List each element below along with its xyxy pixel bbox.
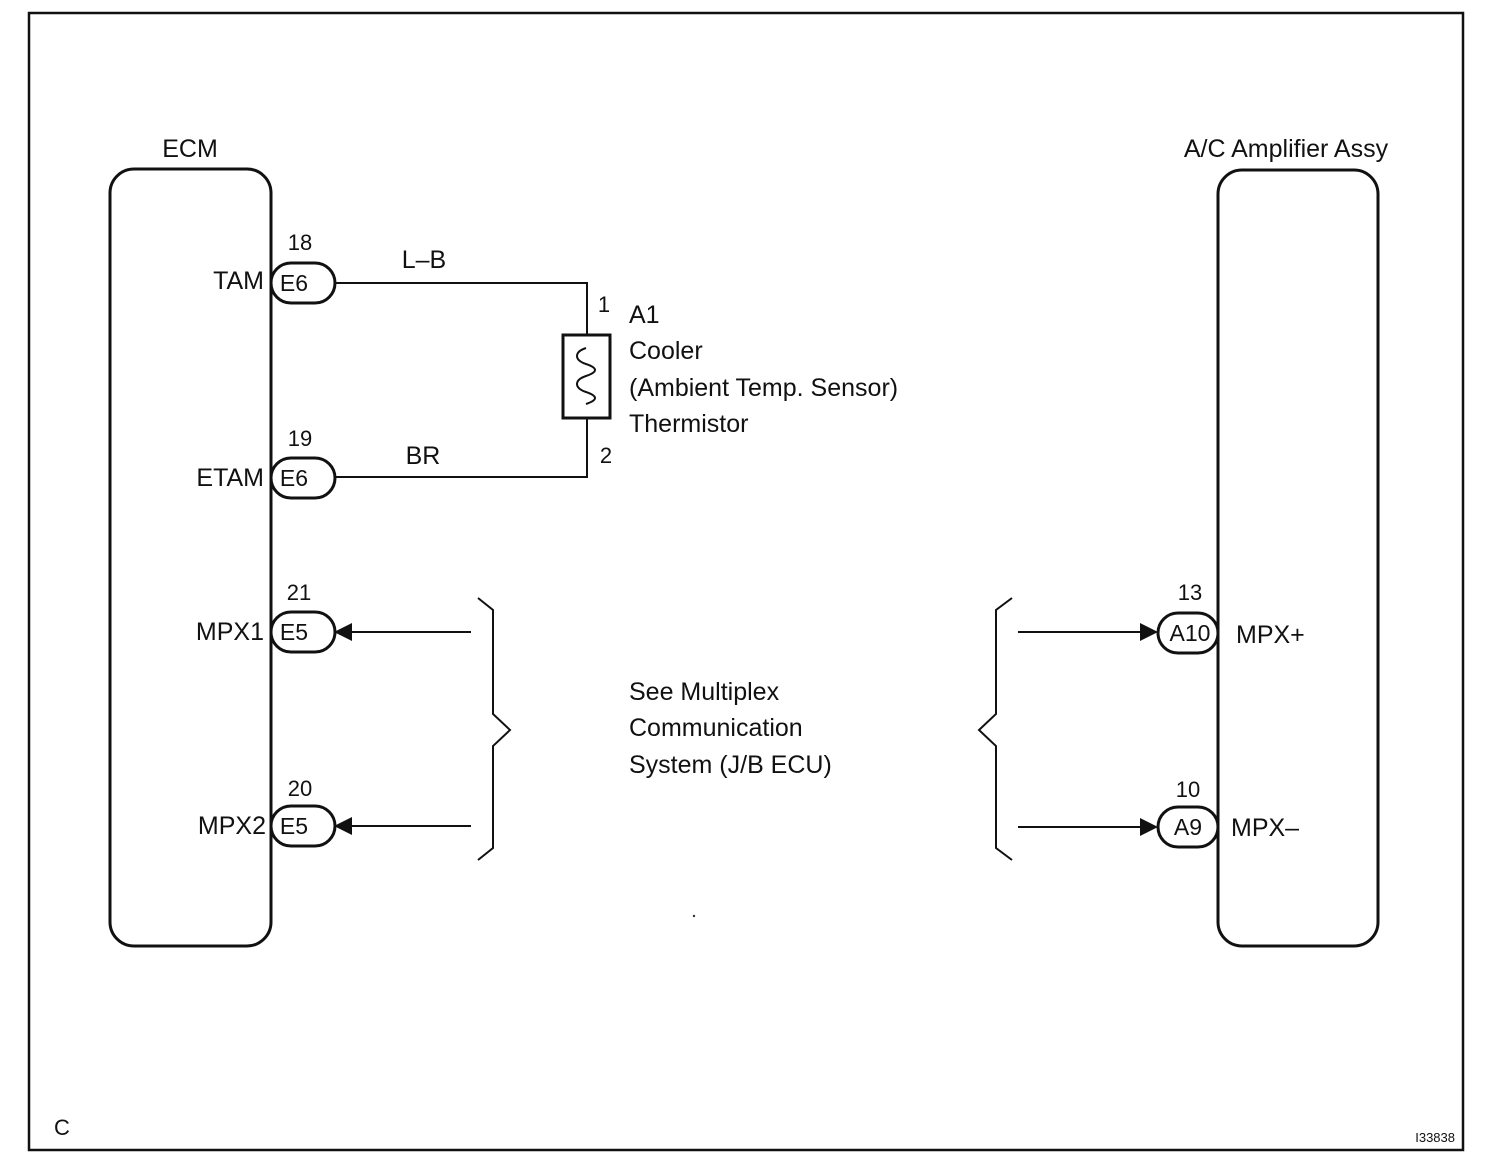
tam-wire-color: L–B [402, 246, 446, 274]
diagram-frame [27, 11, 1465, 1152]
mpx-minus-connector-label: A9 [1174, 814, 1202, 840]
mpx-plus-arrow-icon [1140, 623, 1158, 641]
etam-wire-color: BR [406, 442, 441, 470]
tam-connector-label: E6 [280, 270, 308, 296]
figure-id: I33838 [1415, 1130, 1455, 1145]
sensor-pin-2: 2 [600, 443, 612, 468]
sensor-label-description: (Ambient Temp. Sensor) [629, 374, 898, 402]
mpx1-arrow-icon [334, 623, 352, 641]
tam-terminal-label: TAM [213, 267, 264, 295]
etam-terminal-label: ETAM [196, 464, 264, 492]
etam-connector-label: E6 [280, 465, 308, 491]
mpx-plus-terminal-label: MPX+ [1236, 621, 1305, 649]
thermistor-body [561, 333, 612, 420]
mpx2-pin-number: 20 [288, 776, 312, 801]
ecm-title: ECM [162, 135, 218, 163]
mpx-plus-pin-number: 13 [1178, 580, 1202, 605]
sensor-pin-1: 1 [598, 292, 610, 317]
right-brace [977, 597, 1013, 861]
amplifier-terminal-mpx-minus: 10 A9 MPX– [1156, 777, 1299, 849]
stray-dot [692, 914, 696, 918]
ecm-terminal-etam: 19 ETAM E6 [196, 426, 337, 500]
mpx1-connector-label: E5 [280, 619, 308, 645]
mpx2-arrow-icon [334, 817, 352, 835]
ecm-box [108, 167, 273, 948]
mpx-minus-connector [1156, 805, 1220, 849]
ecm-terminal-tam: 18 TAM E6 [213, 230, 337, 305]
mpx1-terminal-label: MPX1 [196, 618, 264, 646]
mpx-minus-arrow-icon [1140, 818, 1158, 836]
ecm-terminal-mpx2: 20 MPX2 E5 [198, 776, 337, 848]
amplifier-title: A/C Amplifier Assy [1184, 135, 1389, 163]
sensor-label-code: A1 [629, 301, 660, 329]
mpx-minus-pin-number: 10 [1176, 777, 1200, 802]
etam-pin-number: 19 [288, 426, 312, 451]
note-line-2: Communication [629, 714, 803, 742]
etam-wire [335, 418, 588, 478]
amplifier-box [1216, 168, 1380, 948]
tam-wire [335, 282, 588, 335]
left-brace [477, 597, 512, 861]
mpx-minus-terminal-label: MPX– [1231, 814, 1299, 842]
note-line-3: System (J/B ECU) [629, 751, 832, 779]
mpx1-pin-number: 21 [287, 580, 311, 605]
thermistor-coil-icon [576, 347, 596, 405]
tam-pin-number: 18 [288, 230, 312, 255]
mpx2-connector-label: E5 [280, 813, 308, 839]
thermistor-symbol [561, 333, 612, 420]
sensor-label-type: Thermistor [629, 410, 748, 438]
mpx-plus-connector-label: A10 [1170, 620, 1211, 646]
mpx-plus-connector [1156, 611, 1220, 655]
mpx2-terminal-label: MPX2 [198, 812, 266, 840]
corner-label: C [54, 1115, 70, 1140]
note-line-1: See Multiplex [629, 678, 780, 706]
amplifier-terminal-mpx-plus: 13 A10 MPX+ [1156, 580, 1305, 655]
ecm-terminal-mpx1: 21 MPX1 E5 [196, 580, 337, 654]
sensor-label-name: Cooler [629, 337, 703, 365]
